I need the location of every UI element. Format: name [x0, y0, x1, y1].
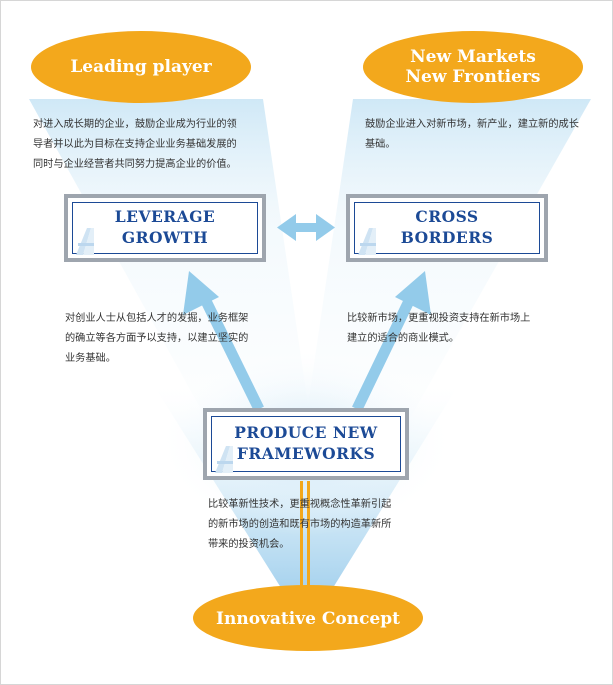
description-line: 建立的适合的商业模式。	[347, 333, 460, 344]
a-logo-icon	[76, 228, 94, 255]
leverage-growth-title: LEVERAGE GROWTH	[68, 198, 262, 258]
title-line: LEVERAGE	[114, 207, 216, 227]
description-line: 的新市场的创造和既有市场的构造革新所	[208, 519, 392, 530]
orange-stem	[300, 481, 303, 593]
double-arrow-shaft	[293, 223, 319, 232]
description-line: 导者并以此为目标在支持企业业务基础发展的	[33, 139, 237, 150]
box-inner-border	[211, 416, 401, 472]
new-markets-line2: New Frontiers	[405, 67, 541, 87]
double-arrow-right-head	[316, 214, 335, 241]
new-markets-ellipse	[363, 31, 583, 103]
box-inner-border	[72, 202, 258, 254]
innovative-concept-label: Innovative Concept	[216, 608, 400, 629]
description-line: 的确立等各方面予以支持，以建立坚实的	[65, 333, 249, 344]
a-logo-icon	[358, 228, 376, 255]
produce-frameworks-box: PRODUCE NEW FRAMEWORKS	[203, 408, 409, 480]
box-inner-border	[354, 202, 540, 254]
description-line: 对进入成长期的企业，鼓励企业成为行业的领	[33, 119, 237, 130]
orange-stem	[307, 481, 310, 593]
arrow-to-leverage-shaft	[201, 298, 264, 412]
description-line: 鼓励企业进入对新市场，新产业，建立新的成长	[365, 119, 579, 130]
description-line: 比较新市场，更重视投资支持在新市场上	[347, 313, 531, 324]
cross-borders-title: CROSS BORDERS	[350, 198, 544, 258]
produce-frameworks-description: 比较革新性技术，更重视概念性革新引起 的新市场的创造和既有市场的构造革新所 带来…	[208, 495, 438, 555]
arrow-to-cross-shaft	[352, 298, 414, 412]
a-logo-icon	[215, 446, 233, 473]
cross-borders-box: CROSS BORDERS	[346, 194, 548, 262]
description-line: 同时与企业经营者共同努力提高企业的价值。	[33, 159, 237, 170]
innovative-concept-ellipse	[193, 585, 423, 651]
produce-frameworks-title: PRODUCE NEW FRAMEWORKS	[207, 412, 405, 476]
description-line: 基础。	[365, 139, 396, 150]
new-markets-label: New Markets New Frontiers	[363, 37, 583, 97]
title-line: GROWTH	[121, 228, 209, 247]
title-line: PRODUCE NEW	[234, 423, 378, 443]
leverage-growth-box: LEVERAGE GROWTH	[64, 194, 266, 262]
description-line: 带来的投资机会。	[208, 539, 290, 550]
new-markets-description: 鼓励企业进入对新市场，新产业，建立新的成长 基础。	[365, 115, 597, 155]
description-line: 业务基础。	[65, 353, 116, 364]
leading-player-description: 对进入成长期的企业，鼓励企业成为行业的领 导者并以此为目标在支持企业业务基础发展…	[33, 115, 263, 175]
leverage-growth-description: 对创业人士从包括人才的发掘，业务框架 的确立等各方面予以支持，以建立坚实的 业务…	[65, 309, 287, 369]
double-arrow-left-head	[277, 214, 296, 241]
arrow-to-cross-head	[395, 271, 431, 315]
title-line: CROSS	[415, 207, 479, 227]
arrow-to-leverage-head	[183, 271, 219, 315]
title-line: FRAMEWORKS	[236, 444, 376, 463]
description-line: 比较革新性技术，更重视概念性革新引起	[208, 499, 392, 510]
title-line: BORDERS	[400, 228, 494, 247]
description-line: 对创业人士从包括人才的发掘，业务框架	[65, 313, 249, 324]
new-markets-line1: New Markets	[410, 46, 536, 67]
leading-player-label: Leading player	[70, 56, 212, 77]
cross-borders-description: 比较新市场，更重视投资支持在新市场上 建立的适合的商业模式。	[347, 309, 579, 349]
leading-player-ellipse	[31, 31, 251, 103]
